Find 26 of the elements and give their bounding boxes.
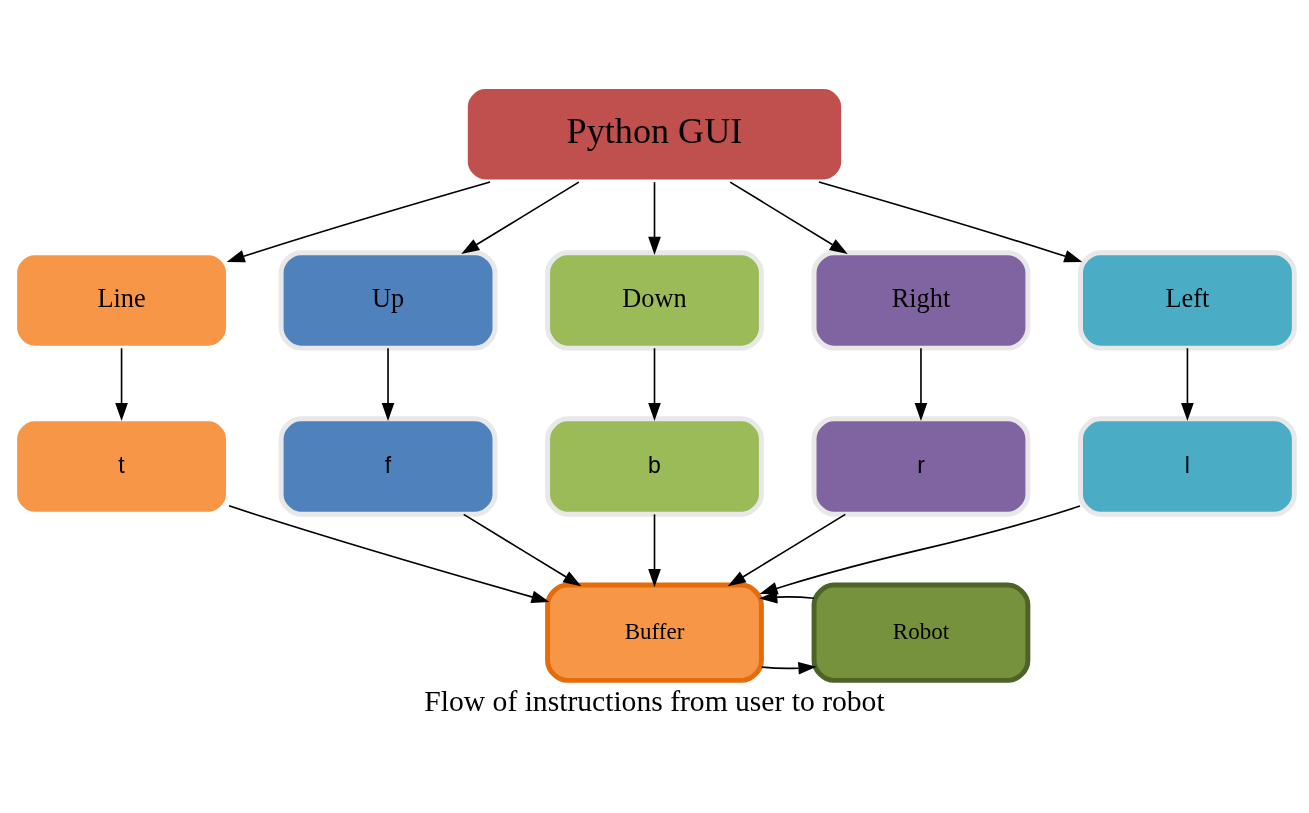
node-box: Right	[811, 250, 1031, 351]
arrow	[727, 513, 847, 587]
arrow	[115, 347, 128, 422]
node-box: Down	[545, 250, 764, 351]
arrow	[914, 347, 928, 422]
node-box: Up	[278, 250, 498, 351]
arrow	[818, 181, 1083, 263]
caption: Flow of instructions from user to robot	[424, 684, 885, 717]
node-box: Buffer	[545, 582, 764, 683]
node-box: l	[1078, 416, 1297, 517]
node-box: b	[545, 416, 764, 517]
node-box: Left	[1078, 250, 1297, 351]
arrow	[462, 513, 582, 587]
arrow	[648, 513, 661, 588]
node-box: Robot	[811, 582, 1031, 683]
arrow	[228, 505, 550, 604]
arrow	[648, 181, 661, 255]
arrow	[648, 347, 661, 422]
node-box: r	[811, 416, 1031, 517]
arrow	[381, 347, 395, 422]
arrow	[226, 181, 491, 263]
arrow	[1181, 347, 1194, 422]
arrow	[729, 181, 848, 254]
node-box: f	[278, 416, 498, 517]
arrow	[461, 181, 580, 254]
arrow	[760, 661, 817, 675]
